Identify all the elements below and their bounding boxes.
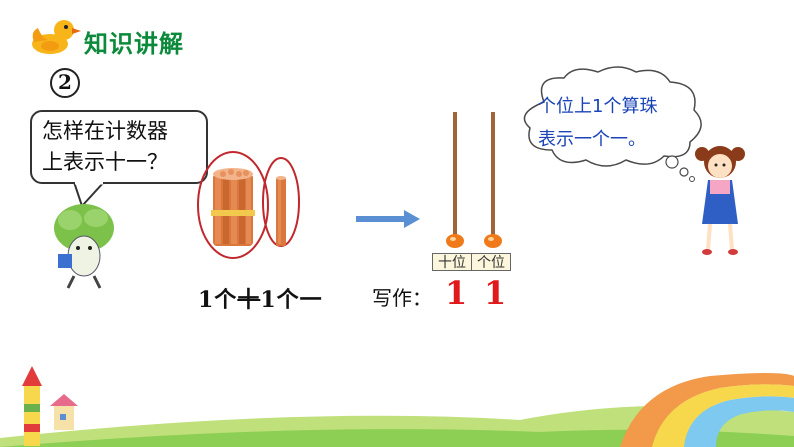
thought-line-1: 个位上1个算珠: [538, 96, 658, 117]
stick-bundle-icon: [211, 168, 255, 246]
bundle-label-middle: 十: [237, 287, 261, 313]
tower-icon: [22, 366, 42, 446]
bundle-label-prefix: 1个: [198, 287, 238, 313]
right-arrow-icon: [356, 210, 420, 228]
bundle-label-suffix: 1个一: [260, 287, 323, 313]
thought-line-2: 表示一个一。: [538, 129, 646, 150]
tens-digit: 1: [445, 274, 468, 312]
tens-bead-icon: [446, 234, 464, 248]
step-number-badge: 2: [50, 68, 80, 98]
question-line-1: 怎样在计数器: [42, 119, 168, 143]
thought-text: 个位上1个算珠 表示一个一。: [538, 90, 688, 156]
bundle-label: 1个十1个一: [198, 282, 323, 314]
single-stick-icon: [276, 176, 286, 246]
abacus-rods: [446, 112, 502, 248]
ones-place-label: 个位: [471, 253, 511, 271]
rainbow-arc-icon: [620, 373, 794, 447]
ones-rod: [491, 112, 495, 242]
page-title: 知识讲解: [84, 30, 184, 58]
cabbage-character-icon: [54, 204, 114, 289]
tens-rod: [453, 112, 457, 242]
landscape-decoration: [0, 366, 794, 447]
write-as-label: 写作：: [372, 286, 432, 310]
ones-bead-icon: [484, 234, 502, 248]
question-bubble: [30, 110, 208, 184]
sticks-illustration: [197, 151, 300, 259]
question-line-2: 上表示十一？: [42, 150, 168, 174]
house-icon: [50, 394, 78, 430]
girl-character-icon: [695, 146, 745, 255]
bundle-ring: [197, 151, 269, 259]
ones-digit: 1: [484, 274, 507, 312]
question-text: 怎样在计数器 上表示十一？: [42, 116, 212, 178]
duck-logo-icon: [32, 20, 81, 54]
tens-place-label: 十位: [432, 253, 472, 271]
thought-cloud-icon: [523, 66, 702, 182]
